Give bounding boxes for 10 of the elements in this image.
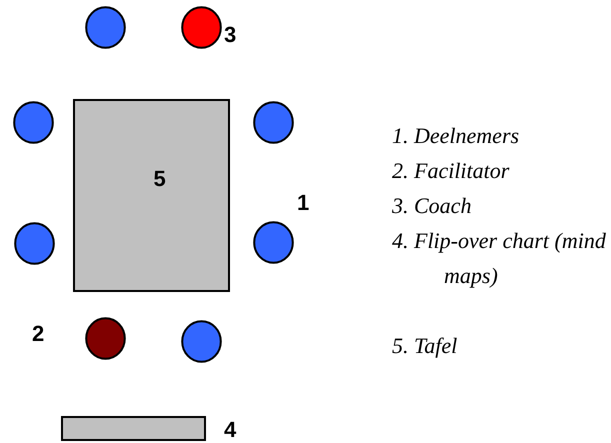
number-label: 2 (32, 323, 44, 345)
number-label: 4 (224, 419, 236, 441)
legend-item: 5. Tafel (392, 332, 458, 360)
number-label: 5 (154, 168, 166, 190)
legend-item: 1. Deelnemers (392, 122, 520, 150)
number-label: 1 (297, 192, 310, 214)
legend-item: 2. Facilitator (392, 157, 510, 185)
number-label: 3 (224, 24, 236, 46)
legend-item: 4. Flip-over chart (mind maps) (392, 227, 607, 290)
legend-item: 3. Coach (392, 192, 472, 220)
